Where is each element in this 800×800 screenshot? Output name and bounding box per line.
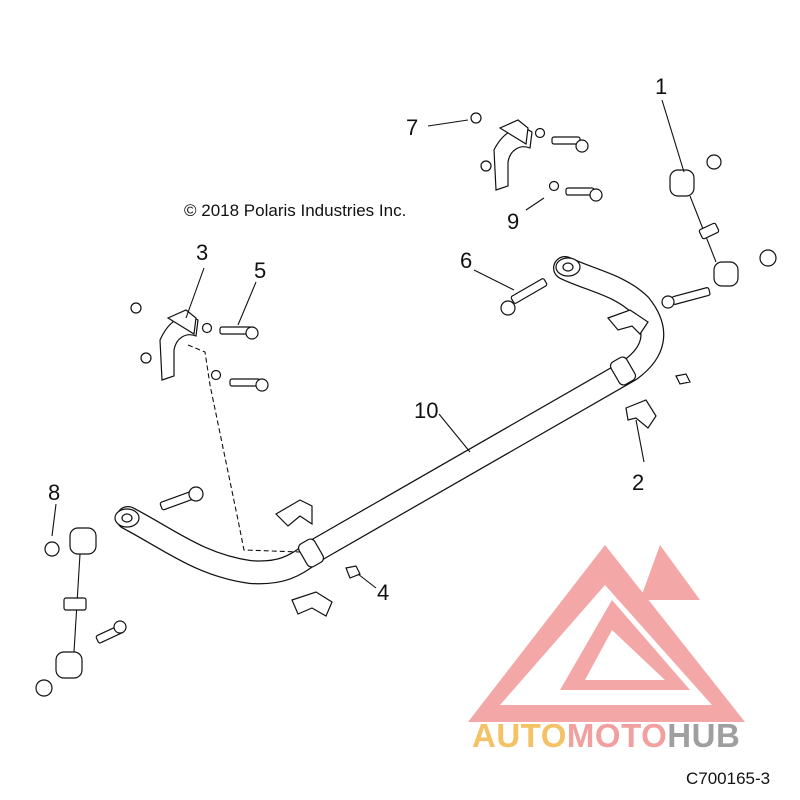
dashed-guide	[187, 344, 301, 553]
brand-part-moto: MOTO	[566, 717, 668, 754]
callout-9: 9	[507, 209, 520, 234]
watermark-logo	[468, 545, 745, 722]
callout-8: 8	[48, 480, 61, 505]
brand-part-hub: HUB	[667, 717, 741, 754]
part-number: C700165-3	[686, 769, 771, 788]
bracket-right	[470, 112, 533, 191]
copyright-text: © 2018 Polaris Industries Inc.	[184, 201, 407, 220]
bracket-left	[130, 302, 199, 381]
brand-part-auto: AUTO	[472, 717, 567, 754]
callout-4: 4	[377, 580, 390, 605]
callout-10: 10	[414, 398, 439, 423]
link-right	[669, 169, 739, 287]
callout-6: 6	[460, 248, 473, 273]
leader-lines	[51, 99, 685, 589]
bushing-upper	[275, 309, 657, 617]
callout-1: 1	[655, 74, 668, 99]
callout-3: 3	[196, 240, 209, 265]
callout-2: 2	[632, 470, 645, 495]
link-left	[55, 527, 97, 679]
callout-5: 5	[254, 258, 267, 283]
callout-7: 7	[406, 115, 419, 140]
stabilizer-bar	[114, 256, 665, 585]
nuts	[35, 154, 777, 697]
bolts	[95, 127, 711, 644]
watermark-brand: AUTOMOTOHUB	[472, 717, 740, 755]
